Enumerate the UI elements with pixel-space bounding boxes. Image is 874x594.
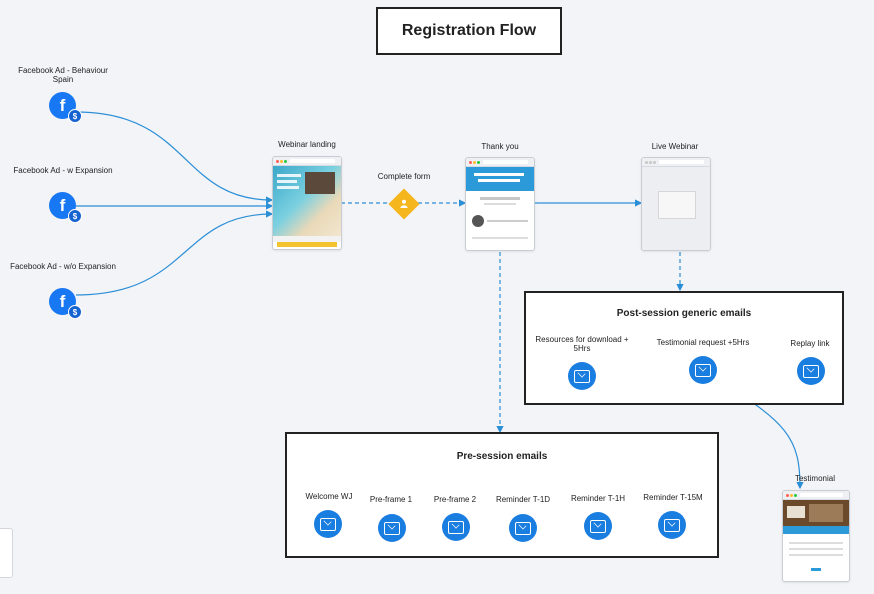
condition-node[interactable]: [388, 188, 420, 220]
email-icon[interactable]: [314, 510, 342, 538]
email-icon[interactable]: [797, 357, 825, 385]
form-person-icon: [400, 199, 408, 209]
node-label-live-webinar: Live Webinar: [651, 142, 699, 151]
connector-source1-landing: [75, 111, 274, 204]
email-label-reminder-1h: Reminder T-1H: [570, 494, 626, 503]
email-icon[interactable]: [584, 512, 612, 540]
post-session-emails-panel: Post-session generic emails Resources fo…: [524, 291, 844, 405]
webinar-landing-page-thumbnail[interactable]: [272, 156, 342, 250]
condition-label: Complete form: [377, 172, 431, 181]
email-label-pre-frame-2: Pre-frame 2: [433, 495, 477, 504]
source-label-wo-expansion: Facebook Ad - w/o Expansion: [10, 262, 116, 271]
node-label-webinar-landing: Webinar landing: [278, 140, 336, 149]
side-panel-tab[interactable]: [0, 528, 13, 578]
connector-source3-landing: [75, 210, 274, 296]
email-icon[interactable]: [689, 356, 717, 384]
node-label-testimonial: Testimonial: [794, 474, 835, 483]
dollar-icon: $: [68, 305, 82, 319]
dollar-icon: $: [68, 209, 82, 223]
node-label-thank-you: Thank you: [481, 142, 519, 151]
diagram-title: Registration Flow: [376, 7, 562, 55]
email-label-welcome: Welcome WJ: [305, 492, 353, 501]
pre-session-title: Pre-session emails: [456, 451, 548, 462]
email-label-reminder-1d: Reminder T-1D: [495, 495, 551, 504]
dollar-icon: $: [68, 109, 82, 123]
email-icon[interactable]: [378, 514, 406, 542]
email-icon[interactable]: [568, 362, 596, 390]
email-label-replay-link: Replay link: [790, 339, 830, 348]
post-session-title: Post-session generic emails: [616, 308, 752, 319]
facebook-ad-icon[interactable]: f$: [49, 288, 82, 319]
email-label-testimonial-request: Testimonial request +5Hrs: [656, 338, 750, 347]
email-icon[interactable]: [442, 513, 470, 541]
source-label-w-expansion: Facebook Ad - w Expansion: [13, 166, 113, 175]
live-webinar-page-thumbnail[interactable]: [641, 157, 711, 251]
source-label-behaviour-spain: Facebook Ad - Behaviour Spain: [18, 66, 108, 84]
testimonial-page-thumbnail[interactable]: [782, 490, 850, 582]
email-icon[interactable]: [509, 514, 537, 542]
email-label-resources: Resources for download + 5Hrs: [535, 335, 629, 353]
thank-you-page-thumbnail[interactable]: [465, 157, 535, 251]
email-label-reminder-15m: Reminder T-15M: [643, 493, 703, 502]
email-icon[interactable]: [658, 511, 686, 539]
facebook-ad-icon[interactable]: f$: [49, 92, 82, 123]
email-label-pre-frame-1: Pre-frame 1: [369, 495, 413, 504]
facebook-ad-icon[interactable]: f$: [49, 192, 82, 223]
pre-session-emails-panel: Pre-session emails Welcome WJ Pre-frame …: [285, 432, 719, 558]
